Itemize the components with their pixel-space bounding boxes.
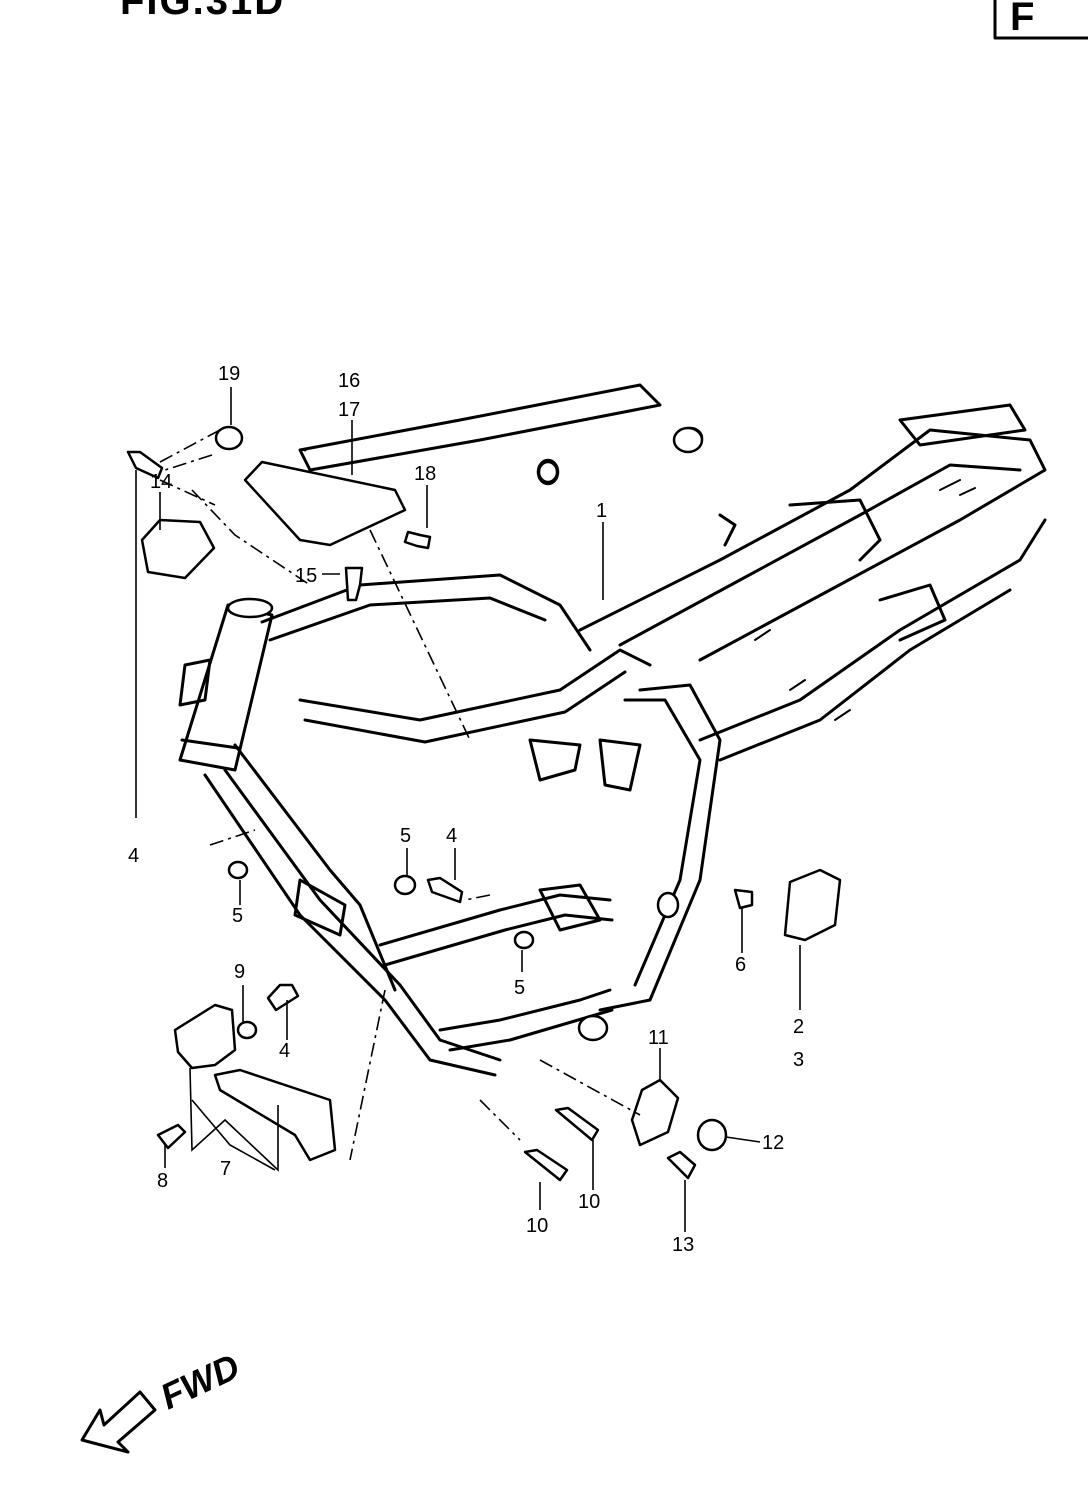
rear-spar [598,683,722,1012]
callout-19: 19 [218,363,240,385]
forward-indicator: FWD [80,1345,246,1454]
lower-rail [438,988,612,1032]
bolt-15 [344,566,364,602]
bolt-10-right [554,1106,600,1142]
main-spar-upper [260,573,592,652]
down-tube-right [233,743,397,992]
callout-8: 8 [157,1170,168,1192]
nut-5-center [393,874,417,896]
callout-17: 17 [338,399,360,421]
rear-subframe-lower [698,518,1047,742]
callout-9: 9 [234,961,245,983]
frame-assembly [178,383,1047,1077]
figure-title: FIG.31D [120,0,285,23]
bolt-13 [666,1150,697,1180]
callout-10-right: 10 [578,1191,600,1213]
down-tube-left [223,768,502,1062]
bushing-12 [696,1118,728,1152]
top-tube [298,648,652,722]
callout-11: 11 [648,1027,669,1049]
callout-1: 1 [596,500,607,522]
callout-2: 2 [793,1016,804,1038]
bolt-6 [733,888,754,910]
bolt-4-center [426,876,464,904]
callout-10-left: 10 [526,1215,548,1237]
callout-5-lower: 5 [514,977,525,999]
callout-5-left: 5 [232,905,243,927]
footrest-bracket [173,1003,237,1070]
callout-3: 3 [793,1049,804,1071]
callout-12: 12 [762,1132,784,1154]
frame-cap [214,425,244,451]
side-cover [140,518,216,580]
bolt-10-left [523,1148,569,1182]
nut-5-left [227,860,249,880]
section-badge: F [993,0,1088,40]
callout-6: 6 [735,954,746,976]
callout-16: 16 [338,370,360,392]
forward-label: FWD [154,1345,246,1417]
callout-15: 15 [295,565,317,587]
engine-mount-bracket [630,1078,680,1147]
rubber-pad [783,868,842,942]
bolt-18 [403,530,432,550]
bolt-8 [156,1123,187,1150]
callout-13: 13 [672,1234,694,1256]
callout-4-upper: 4 [128,845,139,867]
callout-7: 7 [220,1158,231,1180]
nut-9 [236,1020,258,1040]
phantom-lines [159,429,641,1161]
nut-5-lower [513,930,535,950]
bolt-4-lower [266,983,300,1012]
forward-arrow-icon [80,1390,157,1454]
callout-4-center: 4 [446,825,457,847]
callout-14: 14 [150,471,172,493]
callout-5-center: 5 [400,825,411,847]
engine-cradle [378,893,612,947]
cross-tube [298,383,662,472]
frame-cover [243,460,407,547]
rear-subframe-upper [578,428,1047,662]
callout-labels: 19 16 17 18 14 15 1 4 5 5 4 6 5 9 4 2 3 … [128,363,804,1256]
leader-lines [135,387,801,1232]
callout-18: 18 [414,463,436,485]
callout-4-lower: 4 [279,1040,290,1062]
bolt-4-upper [126,450,164,480]
section-badge-label: F [1010,0,1034,39]
